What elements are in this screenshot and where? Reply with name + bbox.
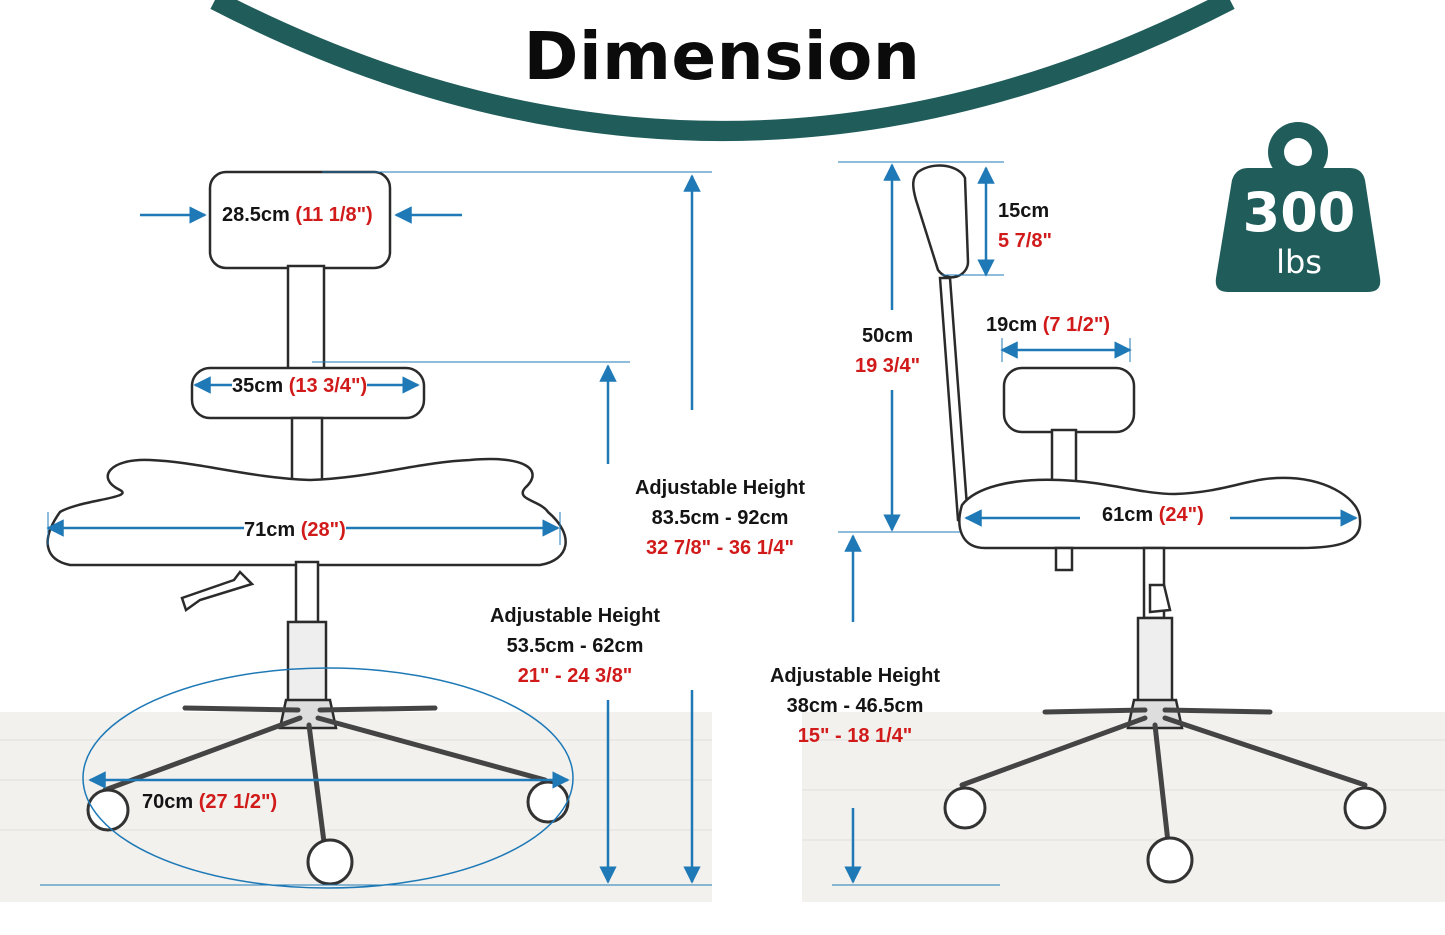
side-seat-depth-imperial: (24"): [1158, 504, 1204, 526]
front-backseat-width-metric: 35cm: [232, 375, 284, 397]
floor-right: [802, 712, 1445, 902]
weight-capacity-value: 300: [1242, 181, 1356, 244]
front-backrest-width-label: 28.5cm (11 1/8"): [222, 205, 373, 225]
weight-capacity-unit: lbs: [1276, 243, 1322, 281]
front-gas-cylinder: [294, 560, 320, 624]
front-backseat-width-label: 35cm (13 3/4"): [232, 375, 368, 397]
side-backrest-height-imperial: 5 7/8": [998, 230, 1052, 252]
side-back-height-metric: 50cm: [862, 325, 914, 347]
side-back-height-imperial: 19 3/4": [855, 355, 921, 377]
front-backseat-height-imperial: 21" - 24 3/8": [517, 665, 633, 687]
side-seat-height-metric: 38cm - 46.5cm: [786, 695, 924, 717]
front-base-width-label: 70cm (27 1/2"): [142, 791, 278, 813]
side-backseat: [1002, 366, 1136, 434]
side-back-post: [938, 276, 970, 522]
front-total-height-imperial: 32 7/8" - 36 1/4": [646, 537, 794, 559]
front-back-post: [286, 264, 326, 372]
side-lever: [1148, 583, 1172, 614]
header-arc: [210, 0, 1235, 141]
front-backrest-width-metric: 28.5cm: [222, 204, 290, 226]
front-base-width-imperial: (27 1/2"): [198, 791, 278, 813]
front-backrest-width-imperial: (11 1/8"): [295, 204, 373, 226]
front-backseat-height-caption: Adjustable Height: [489, 605, 661, 627]
page-title: Dimension: [523, 18, 921, 95]
front-total-height-metric: 83.5cm - 92cm: [651, 507, 789, 529]
side-extension-lines: [832, 161, 1131, 886]
front-backseat-height-metric: 53.5cm - 62cm: [506, 635, 644, 657]
front-seat-width-metric: 71cm: [244, 519, 296, 541]
side-seat-knob: [1054, 546, 1074, 572]
front-backseat-width-imperial: (13 3/4"): [288, 375, 368, 397]
side-backrest: [912, 164, 970, 279]
side-seat-depth-metric: 61cm: [1102, 504, 1154, 526]
front-total-height-caption: Adjustable Height: [634, 477, 806, 499]
side-casters: [943, 786, 1387, 884]
front-post: [290, 416, 324, 490]
side-seat-depth-label: 61cm (24"): [1102, 505, 1204, 525]
side-dimension-arrows: [844, 163, 1358, 884]
front-lever: [180, 570, 255, 613]
side-seat-height-imperial: 15" - 18 1/4": [797, 725, 913, 747]
front-extension-lines: [40, 171, 712, 886]
front-seat: [46, 457, 567, 567]
front-seat-width-label: 71cm (28"): [244, 520, 346, 540]
weight-icon-hole: [1284, 138, 1312, 166]
front-gas-sleeve: [286, 620, 328, 714]
side-backrest-height-metric: 15cm: [998, 200, 1050, 222]
side-backseat-depth-metric: 19cm: [986, 314, 1038, 336]
front-base-width-metric: 70cm: [142, 791, 194, 813]
side-backseat-depth-label: 19cm (7 1/2"): [986, 315, 1110, 335]
side-seat-height-caption: Adjustable Height: [769, 665, 941, 687]
front-seat-width-imperial: (28"): [300, 519, 346, 541]
side-backseat-depth-imperial: (7 1/2"): [1042, 314, 1111, 336]
side-base-legs: [959, 707, 1368, 845]
front-chair: [46, 170, 567, 730]
front-base-ellipse: [82, 667, 574, 889]
front-casters: [86, 780, 570, 886]
side-gas-sleeve: [1136, 616, 1174, 712]
